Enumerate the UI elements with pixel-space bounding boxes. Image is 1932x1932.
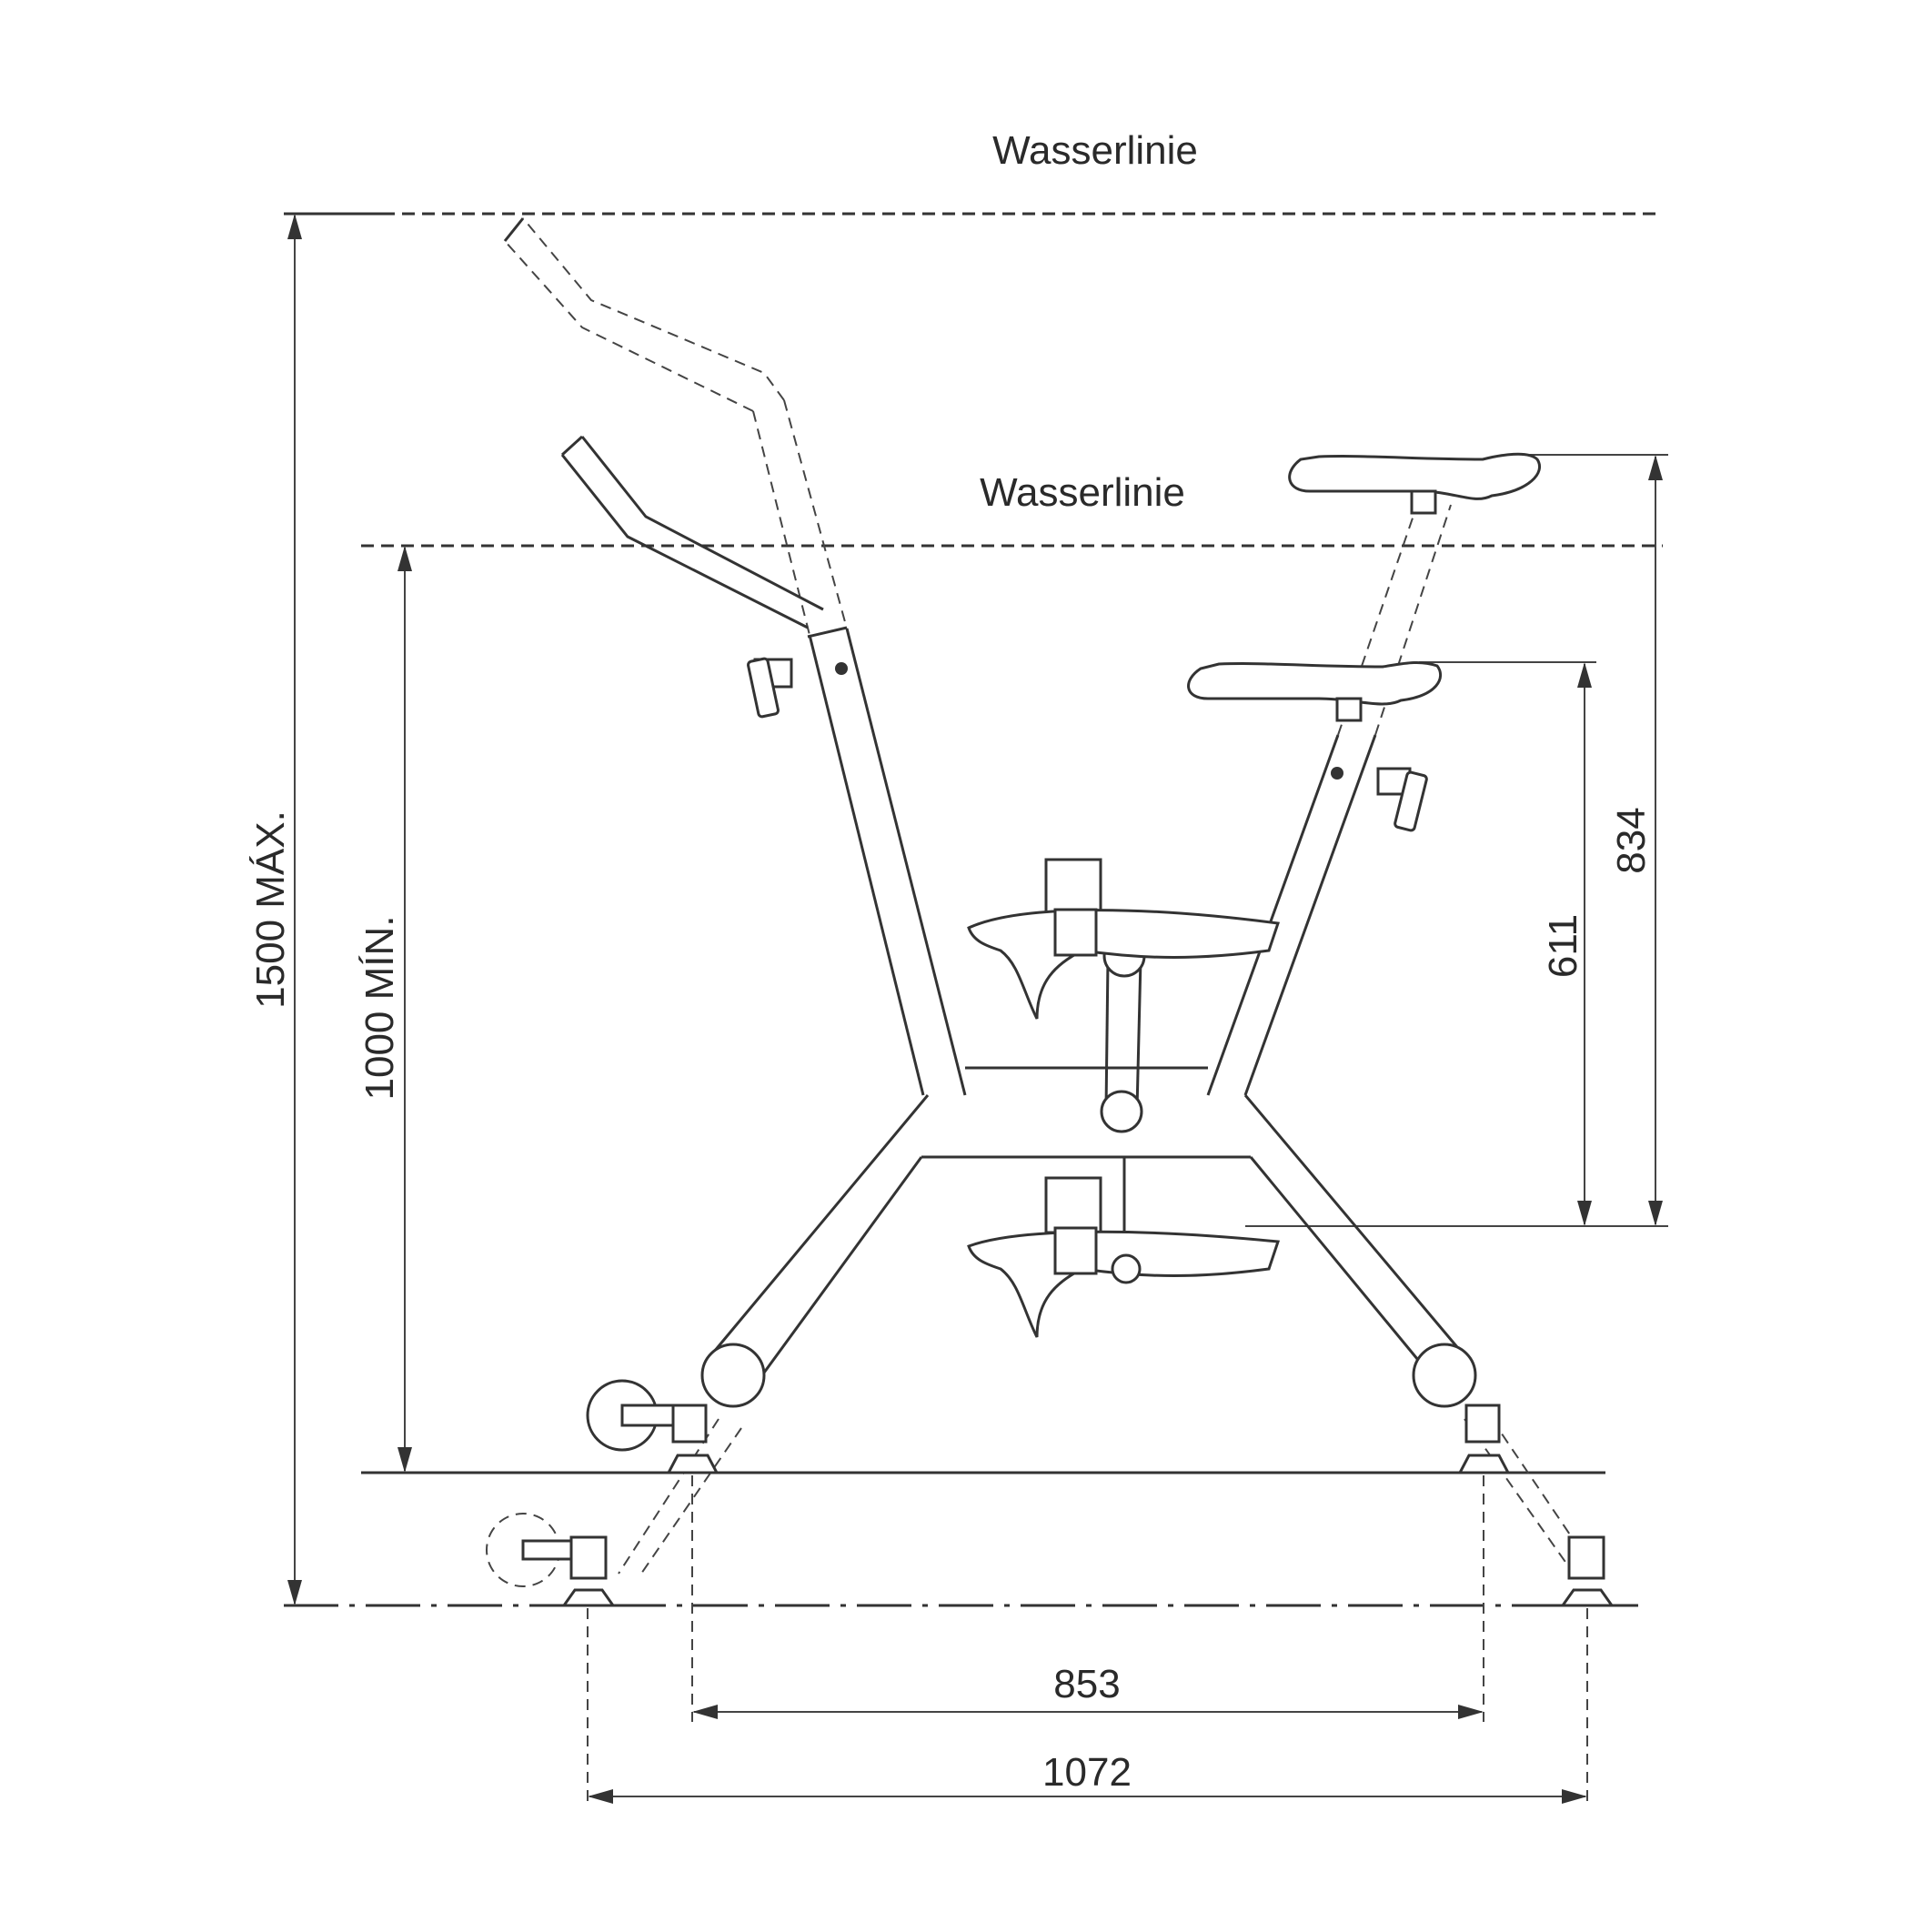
legs: [618, 1094, 1597, 1575]
seat-post: [1206, 504, 1452, 1096]
seat-height-min-label: 611: [1541, 914, 1585, 978]
seat-lowered: [1187, 660, 1443, 706]
left-leg-joint: [700, 1343, 766, 1408]
handlebar-lowered: [560, 435, 824, 629]
crank: [1100, 934, 1146, 1237]
pedal-bottom: [967, 1176, 1281, 1338]
handlebar-post: [752, 399, 967, 1096]
seat-clamp-lowered: [1335, 697, 1363, 722]
seat-height-max-label: 834: [1609, 807, 1654, 873]
handlebar-knob: [747, 657, 848, 719]
waterline-min-label: Wasserlinie: [980, 470, 1185, 515]
right-leg-joint: [1412, 1343, 1477, 1408]
waterline-max-label: Wasserlinie: [992, 128, 1198, 173]
foot-right-min: [1457, 1404, 1511, 1474]
center-housing: [921, 1066, 1251, 1159]
pedal-top: [967, 858, 1280, 1020]
seat-clamp-raised: [1410, 489, 1437, 515]
foot-span-inner-label: 853: [1053, 1662, 1120, 1706]
foot-right-max: [1560, 1535, 1615, 1607]
foot-left-max: [561, 1535, 616, 1607]
height-max-label: 1500 MÁX.: [248, 810, 293, 1009]
handlebar-raised: [503, 217, 785, 412]
seat-raised: [1288, 452, 1541, 500]
foot-left-min: [666, 1404, 719, 1474]
height-min-label: 1000 MÍN.: [357, 916, 402, 1101]
foot-span-outer-label: 1072: [1042, 1750, 1132, 1795]
